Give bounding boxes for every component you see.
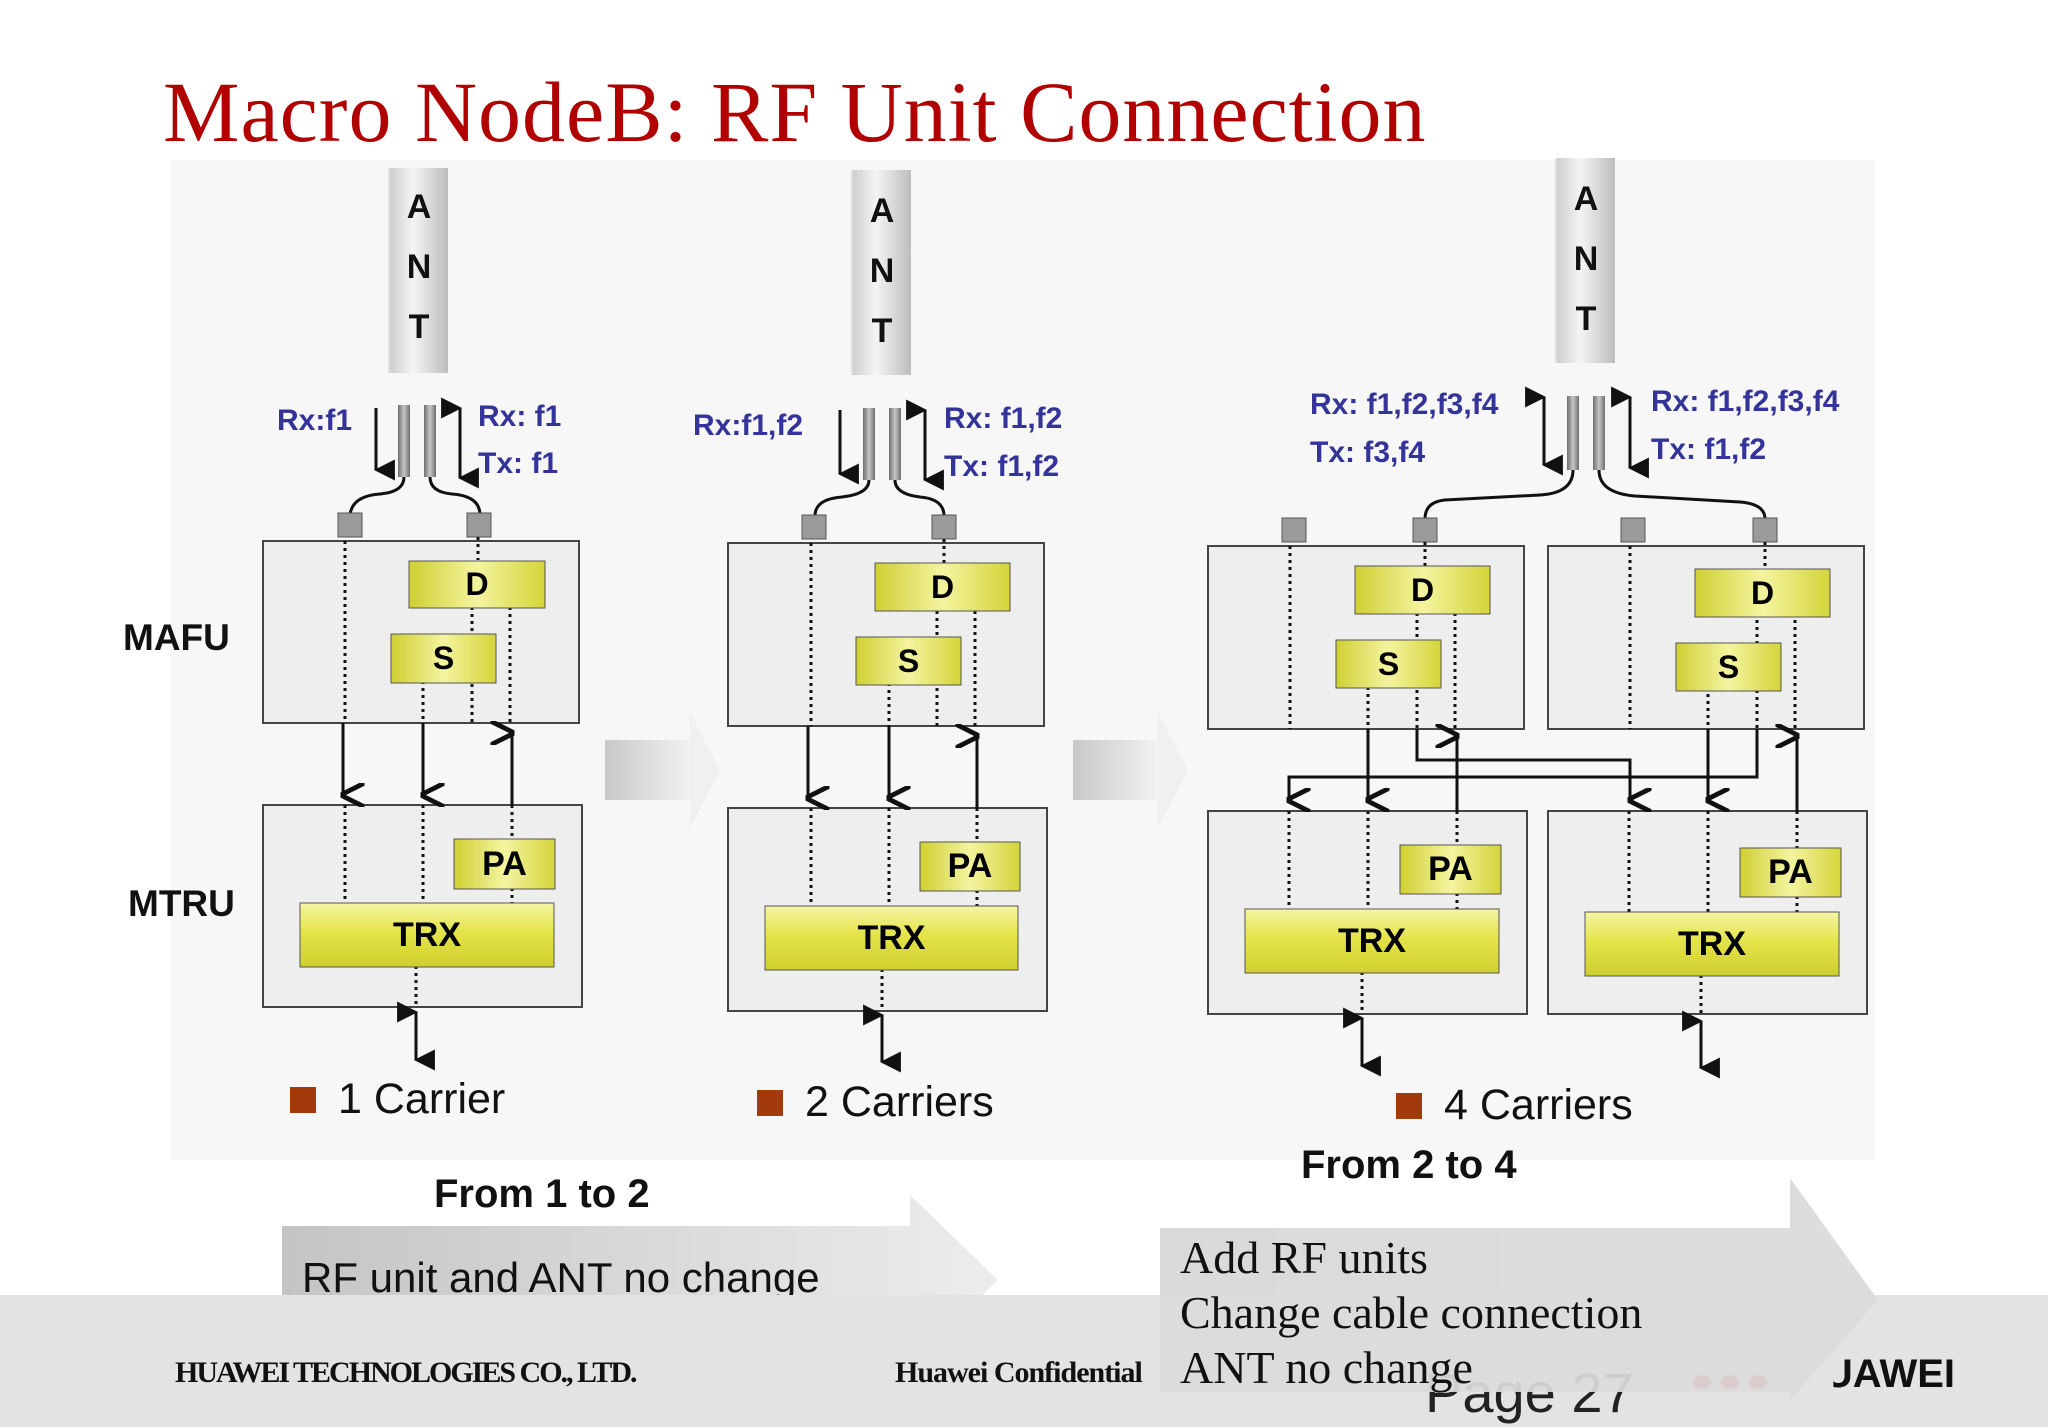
antenna-2: A N T: [851, 170, 911, 375]
antenna-3: A N T: [1555, 158, 1615, 363]
config-3-tx-right: Tx: f1,f2: [1651, 433, 1767, 466]
splitter-block: S: [1377, 645, 1400, 682]
ant-letter-n: N: [869, 252, 895, 290]
antenna-1: A N T: [388, 168, 448, 373]
ant-letter-n: N: [406, 248, 432, 286]
transition-arrow-2: [1073, 712, 1188, 828]
carrier-text: 4 Carriers: [1444, 1081, 1633, 1129]
trx-block: TRX: [1678, 924, 1746, 963]
mafu-label: MAFU: [123, 617, 230, 658]
ant-letter-a: A: [1573, 180, 1599, 218]
transition-2-notes: Add RF units Change cable connection ANT…: [1180, 1230, 1642, 1395]
page-title: Macro NodeB: RF Unit Connection: [163, 64, 1427, 160]
carrier-label-3: 4 Carriers: [1396, 1081, 1633, 1130]
duplexer-block: D: [1410, 571, 1435, 608]
config-1-tx-right: Tx: f1: [478, 447, 559, 480]
transition-2-note-3: ANT no change: [1180, 1342, 1473, 1393]
transition-1-note: RF unit and ANT no change: [302, 1254, 820, 1301]
config-1-diagram: [262, 397, 583, 1071]
config-1-rx-left: Rx:f1: [277, 404, 353, 437]
pa-block: PA: [1428, 850, 1473, 888]
duplexer-block: D: [930, 568, 955, 605]
config-2-rx-left: Rx:f1,f2: [693, 409, 804, 442]
pa-block: PA: [947, 847, 993, 885]
trx-block: TRX: [393, 915, 461, 954]
bullet-square: [1396, 1092, 1422, 1119]
config-3-tx-left: Tx: f3,f4: [1310, 436, 1426, 469]
config-3-rx-left: Rx: f1,f2,f3,f4: [1310, 388, 1499, 421]
ant-letter-t: T: [871, 312, 893, 350]
config-2-tx-right: Tx: f1,f2: [944, 450, 1060, 483]
ant-letter-t: T: [1575, 300, 1597, 338]
trx-block: TRX: [1338, 921, 1406, 960]
ant-letter-t: T: [408, 308, 430, 346]
duplexer-block: D: [1750, 574, 1775, 611]
transition-1-heading: From 1 to 2: [434, 1172, 650, 1216]
config-2-diagram: [727, 399, 1048, 1073]
config-3-diagram: [1207, 386, 1868, 1079]
duplexer-block: D: [465, 566, 489, 602]
config-3-rx-right: Rx: f1,f2,f3,f4: [1651, 385, 1840, 418]
config-2-rx-right: Rx: f1,f2: [944, 402, 1063, 435]
carrier-text: 2 Carriers: [805, 1078, 994, 1126]
config-1-rx-right: Rx: f1: [478, 400, 562, 433]
ant-letter-n: N: [1573, 240, 1599, 278]
transition-2-note-1: Add RF units: [1180, 1232, 1428, 1283]
carrier-text: 1 Carrier: [338, 1075, 506, 1123]
splitter-block: S: [1717, 648, 1740, 685]
carrier-label-1: 1 Carrier: [290, 1075, 505, 1124]
transition-arrow-1: [605, 712, 720, 828]
ant-letter-a: A: [406, 188, 432, 226]
transition-2-note-2: Change cable connection: [1180, 1287, 1643, 1338]
footer-company: HUAWEI TECHNOLOGIES CO., LTD.: [175, 1356, 637, 1389]
mtru-label: MTRU: [128, 883, 235, 924]
bullet-square: [757, 1089, 783, 1116]
splitter-block: S: [432, 640, 455, 676]
trx-block: TRX: [857, 918, 926, 957]
transition-2-heading: From 2 to 4: [1301, 1143, 1517, 1187]
ant-letter-a: A: [869, 192, 895, 230]
pa-block: PA: [482, 844, 527, 883]
footer-confidential: Huawei Confidential: [895, 1356, 1143, 1389]
carrier-label-2: 2 Carriers: [757, 1078, 994, 1127]
pa-block: PA: [1768, 853, 1813, 891]
bullet-square: [290, 1086, 316, 1113]
huawei-logo-icon: [1693, 1375, 1767, 1389]
splitter-block: S: [897, 642, 920, 679]
